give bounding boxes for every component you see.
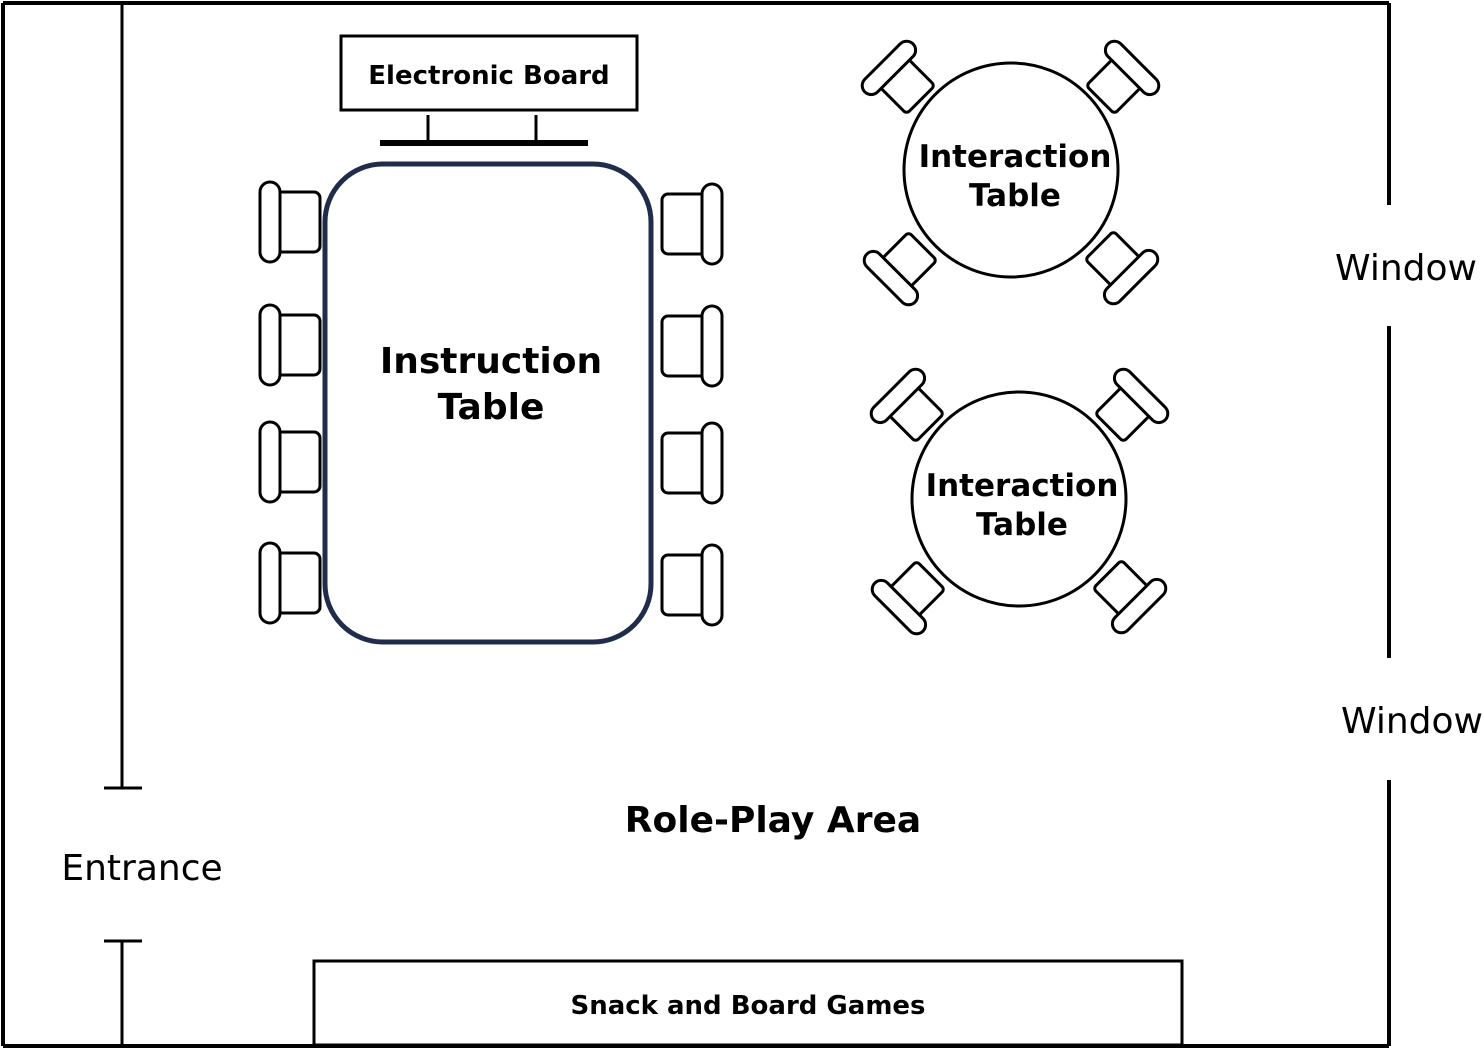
interaction-table-bottom-label-line2: Table <box>976 507 1068 543</box>
entrance-markers <box>104 3 142 1046</box>
chair-left-4 <box>258 541 322 625</box>
chair-left-2 <box>258 303 322 387</box>
electronic-board: Electronic Board <box>339 34 639 146</box>
room-walls <box>1 1 1391 1048</box>
snack-and-board-games-label: Snack and Board Games <box>570 991 925 1021</box>
chair-left-3 <box>258 420 322 504</box>
entrance-label: Entrance <box>61 848 222 889</box>
window-label-lower: Window <box>1341 701 1483 742</box>
interaction-table-bottom: Interaction Table <box>866 364 1173 639</box>
chair-right-3 <box>660 421 724 505</box>
instruction-table-label-line2: Table <box>438 387 545 428</box>
electronic-board-label: Electronic Board <box>368 61 609 91</box>
interaction-table-top: Interaction Table <box>857 36 1164 310</box>
instruction-table: Instruction Table <box>322 161 654 645</box>
snack-and-board-games-counter: Snack and Board Games <box>312 959 1184 1047</box>
chair-left-1 <box>258 180 322 264</box>
instruction-table-label-line1: Instruction <box>380 341 602 382</box>
chair-right-2 <box>660 304 724 388</box>
chair-right-1 <box>660 182 724 266</box>
interaction-table-top-label-line1: Interaction <box>919 139 1112 175</box>
interaction-table-bottom-label-line1: Interaction <box>926 468 1119 504</box>
window-label-upper: Window <box>1335 248 1477 289</box>
interaction-table-top-label-line2: Table <box>969 178 1061 214</box>
role-play-area-label: Role-Play Area <box>625 800 921 841</box>
chair-right-4 <box>660 543 724 627</box>
